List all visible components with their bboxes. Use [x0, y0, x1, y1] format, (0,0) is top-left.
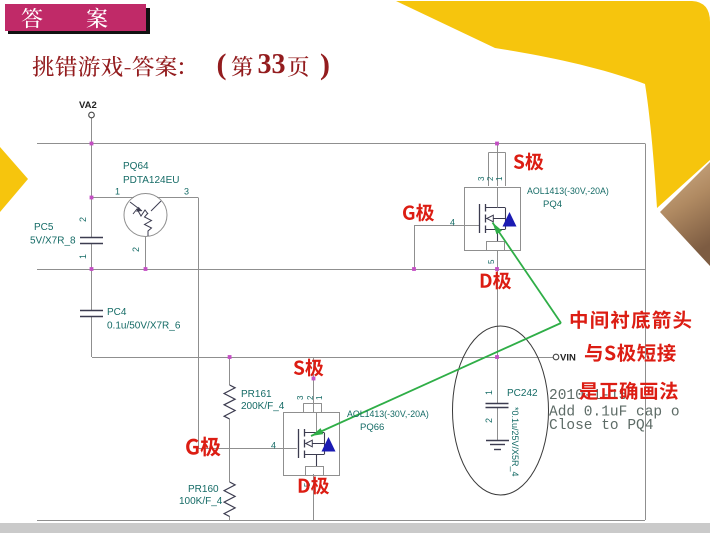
svg-text:1: 1: [484, 390, 494, 395]
svg-text:2: 2: [306, 395, 315, 400]
svg-text:PQ64: PQ64: [123, 161, 149, 172]
svg-text:*0.1u/25V/X5R_4: *0.1u/25V/X5R_4: [510, 407, 520, 477]
svg-text:Close to PQ4: Close to PQ4: [549, 418, 653, 434]
svg-text:PR160: PR160: [188, 484, 219, 495]
svg-text:PC4: PC4: [107, 307, 127, 318]
svg-text:1: 1: [495, 176, 504, 181]
svg-text:AOL1413(-30V,-20A): AOL1413(-30V,-20A): [347, 409, 429, 419]
svg-text:2: 2: [78, 217, 88, 222]
svg-text:3: 3: [184, 187, 189, 197]
svg-text:1: 1: [78, 254, 88, 259]
svg-text:3: 3: [477, 176, 486, 181]
svg-text:5: 5: [487, 259, 496, 264]
svg-text:5V/X7R_8: 5V/X7R_8: [30, 236, 76, 247]
svg-text:200K/F_4: 200K/F_4: [241, 401, 285, 412]
svg-text:PR161: PR161: [241, 389, 272, 400]
svg-text:4: 4: [271, 441, 276, 451]
svg-text:PC5: PC5: [34, 222, 54, 233]
svg-text:2: 2: [486, 176, 495, 181]
svg-text:PC242: PC242: [507, 388, 538, 399]
svg-text:3: 3: [296, 395, 305, 400]
svg-text:1: 1: [115, 187, 120, 197]
svg-text:VIN: VIN: [560, 353, 576, 364]
svg-text:PQ4: PQ4: [543, 199, 562, 210]
svg-text:0.1u/50V/X7R_6: 0.1u/50V/X7R_6: [107, 321, 181, 332]
svg-text:PQ66: PQ66: [360, 422, 384, 433]
svg-text:1: 1: [315, 395, 324, 400]
svg-text:PDTA124EU: PDTA124EU: [123, 175, 180, 186]
svg-text:VA2: VA2: [79, 100, 97, 111]
svg-text:AOL1413(-30V,-20A): AOL1413(-30V,-20A): [527, 186, 609, 196]
svg-text:100K/F_4: 100K/F_4: [179, 496, 223, 507]
svg-text:2: 2: [484, 418, 494, 423]
svg-text:Add 0.1uF cap o: Add 0.1uF cap o: [549, 405, 680, 421]
svg-text:2: 2: [131, 247, 141, 252]
svg-text:4: 4: [450, 218, 455, 228]
